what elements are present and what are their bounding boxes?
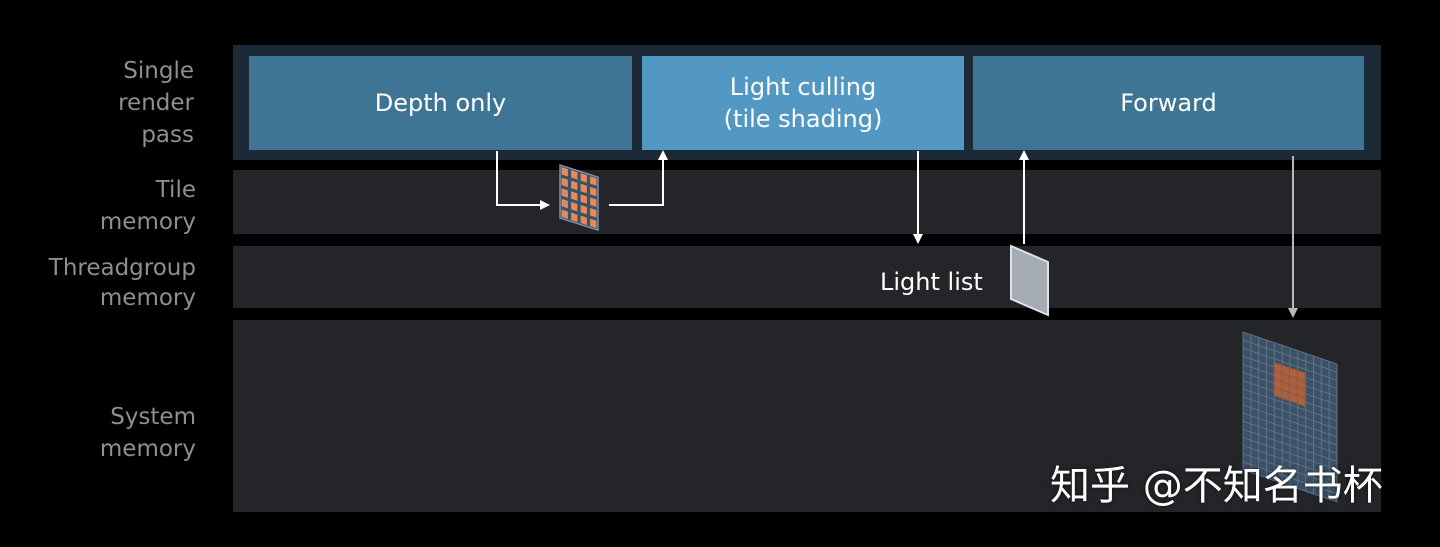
tile-grid-cell [561, 188, 568, 198]
tile-grid-cell [561, 209, 568, 219]
tile-grid-cell [571, 191, 578, 201]
tile-grid-cell [571, 212, 578, 222]
tile-grid-cell [590, 197, 597, 207]
threadgroup-memory-lane [233, 246, 1381, 308]
tile-grid-cell [571, 170, 578, 180]
tile-grid-cell [590, 208, 597, 218]
depth-only-pass: Depth only [249, 56, 632, 150]
forward-pass: Forward [973, 56, 1364, 150]
tile-grid-icon [559, 164, 599, 232]
tile-memory-lane [233, 170, 1381, 234]
tile-grid-cell [580, 173, 587, 183]
tile-grid-cell [561, 167, 568, 177]
tile-grid-cell [561, 177, 568, 188]
row-label-tile-memory: Tile memory [99, 177, 196, 235]
row-label-system-memory: System memory [99, 404, 196, 462]
tile-grid-cell [561, 198, 568, 209]
tile-grid-cell [590, 218, 597, 229]
tile-grid-cell [580, 215, 587, 226]
tile-grid-cell [590, 176, 597, 186]
light-list-card-icon [1010, 244, 1049, 317]
system-memory-lane [233, 320, 1381, 512]
row-label-threadgroup-memory: Threadgroup memory [48, 255, 196, 311]
tile-grid-cell [580, 183, 587, 194]
tile-grid-cell [580, 204, 587, 215]
framebuffer-grid-icon [1242, 331, 1338, 503]
row-label-single-render-pass: Single render pass [118, 58, 194, 148]
tile-grid-cell [571, 180, 578, 191]
tile-grid-cell [580, 194, 587, 204]
light-list-label: Light list [880, 268, 983, 296]
tile-grid-cell [571, 201, 578, 212]
watermark: 知乎 @不知名书杯 [1050, 463, 1383, 509]
tile-grid-cell [590, 186, 597, 197]
arrow-tile-to-light-culling [609, 150, 668, 206]
arrow-depth-to-tile [496, 151, 550, 210]
light-culling-pass: Light culling (tile shading) [642, 56, 964, 150]
